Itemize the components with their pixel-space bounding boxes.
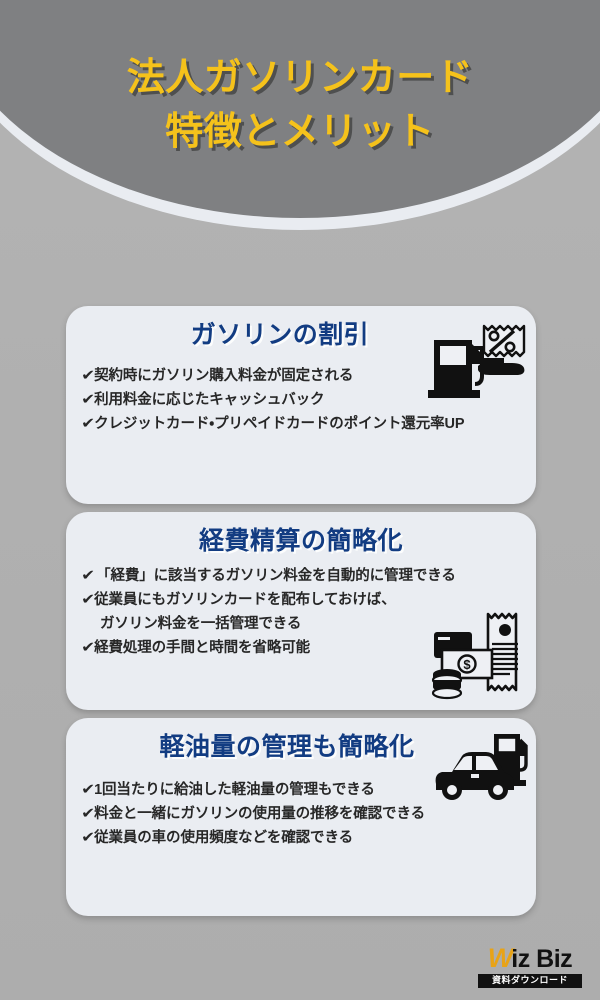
- list-item: ✔従業員の車の使用頻度などを確認できる: [81, 826, 536, 850]
- check-icon: ✔: [81, 830, 95, 847]
- svg-text:$: $: [463, 657, 471, 672]
- header: 法人ガソリンカード 特徴とメリット: [0, 0, 600, 260]
- list-item: ✔1回当たりに給油した軽油量の管理もできる: [81, 778, 536, 802]
- list-item-text: 利用料金に応じたキャッシュバック: [94, 392, 325, 409]
- check-icon: ✔: [81, 782, 95, 798]
- benefit-card-diesel-management: 軽油量の管理も簡略化: [66, 718, 536, 916]
- list-item: ✔料金と一緒にガソリンの使用量の推移を確認できる: [81, 802, 536, 826]
- car-gas-pump-icon: [430, 722, 530, 808]
- benefit-card-expense-simplification: 経費精算の簡略化: [66, 512, 536, 710]
- list-item-text: 従業員にもガソリンカードを配布しておけば、: [94, 592, 396, 609]
- list-item: ✔クレジットカード・プリペイドカードのポイント還元率UP: [81, 412, 536, 436]
- list-item-text: 経費処理の手間と時間を省略可能: [94, 640, 311, 657]
- list-item: ✔「経費」に該当するガソリン料金を自動的に管理できる: [81, 564, 536, 588]
- wallet-receipt-icon: $: [426, 608, 530, 704]
- check-icon: ✔: [81, 806, 95, 823]
- benefit-list: ✔1回当たりに給油した軽油量の管理もできる ✔料金と一緒にガソリンの使用量の推移…: [81, 778, 536, 850]
- list-item-text: 従業員の車の使用頻度などを確認できる: [94, 830, 353, 847]
- page-title: 法人ガソリンカード 特徴とメリット: [0, 52, 600, 160]
- list-item-text: ガソリン料金を一括管理できる: [100, 616, 302, 633]
- benefit-card-gasoline-discount: ガソリンの割引 ✔契: [66, 306, 536, 504]
- check-icon: ✔: [81, 592, 95, 609]
- brand-logo[interactable]: Wiz Biz 資料ダウンロード: [478, 945, 582, 988]
- card-title: ガソリンの割引: [190, 321, 370, 349]
- brand-logo-wordmark: Wiz Biz: [478, 945, 582, 972]
- check-icon: ✔: [81, 416, 95, 433]
- check-icon: ✔: [81, 640, 95, 657]
- list-item: ✔利用料金に応じたキャッシュバック: [81, 388, 536, 412]
- benefit-list: ✔「経費」に該当するガソリン料金を自動的に管理できる ✔従業員にもガソリンカード…: [81, 564, 536, 660]
- list-item: ✔経費処理の手間と時間を省略可能: [81, 636, 536, 660]
- check-icon: ✔: [81, 392, 95, 409]
- page-title-line-1: 法人ガソリンカード: [126, 57, 474, 99]
- list-item-continuation: ガソリン料金を一括管理できる: [82, 612, 536, 636]
- list-item-text: クレジットカード・プリペイドカードのポイント還元率UP: [94, 416, 465, 433]
- card-title: 軽油量の管理も簡略化: [159, 733, 415, 761]
- list-item: ✔契約時にガソリン購入料金が固定される: [81, 364, 536, 388]
- benefit-list: ✔契約時にガソリン購入料金が固定される ✔利用料金に応じたキャッシュバック ✔ク…: [81, 364, 536, 436]
- list-item: ✔従業員にもガソリンカードを配布しておけば、: [81, 588, 536, 612]
- list-item-text: 「経費」に該当するガソリン料金を自動的に管理できる: [96, 568, 456, 584]
- list-item-text: 契約時にガソリン購入料金が固定される: [94, 368, 354, 384]
- check-icon: ✔: [81, 368, 95, 384]
- check-icon: ✔: [81, 568, 95, 584]
- list-item-text: 1回当たりに給油した軽油量の管理もできる: [94, 782, 375, 798]
- card-title: 経費精算の簡略化: [198, 527, 403, 555]
- brand-logo-tagline: 資料ダウンロード: [478, 974, 582, 988]
- gas-pump-discount-icon: [420, 314, 532, 402]
- page-title-line-2: 特徴とメリット: [165, 110, 435, 153]
- brand-logo-rest: iz Biz: [511, 945, 573, 973]
- list-item-text: 料金と一緒にガソリンの使用量の推移を確認できる: [94, 806, 425, 823]
- brand-logo-initial: W: [487, 943, 514, 973]
